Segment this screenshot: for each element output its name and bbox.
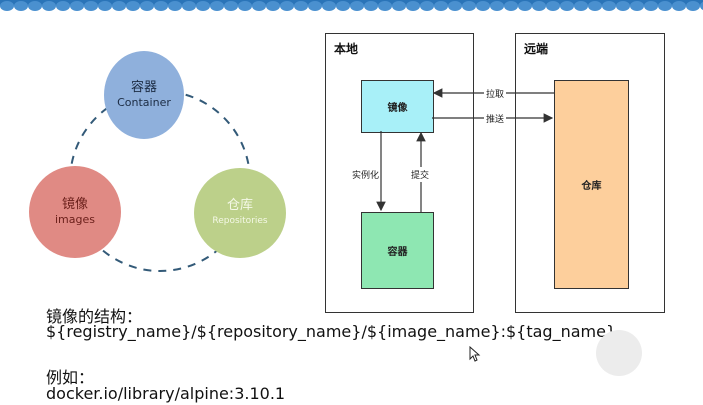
images-circle-title: 镜像 bbox=[61, 197, 88, 212]
pull-label: 拉取 bbox=[484, 87, 507, 100]
container-circle: 容器 Container bbox=[104, 51, 184, 139]
instantiate-label: 实例化 bbox=[352, 167, 380, 182]
example-heading: 例如： bbox=[46, 368, 95, 387]
repository-node: 仓库 bbox=[554, 80, 629, 289]
commit-label: 提交 bbox=[411, 167, 430, 182]
container-node: 容器 bbox=[361, 212, 434, 289]
remote-panel-title: 远端 bbox=[524, 42, 549, 56]
container-node-label: 容器 bbox=[387, 247, 408, 258]
local-panel-title: 本地 bbox=[334, 42, 359, 56]
example-value: docker.io/library/alpine:3.10.1 bbox=[46, 384, 286, 403]
repository-node-label: 仓库 bbox=[581, 181, 602, 192]
repositories-circle-title: 仓库 bbox=[226, 198, 253, 213]
repositories-circle-subtitle: Repositories bbox=[212, 216, 268, 226]
repositories-circle: 仓库 Repositories bbox=[194, 168, 286, 258]
images-circle: 镜像 images bbox=[29, 166, 121, 258]
image-node: 镜像 bbox=[361, 80, 434, 133]
structure-heading: 镜像的结构： bbox=[46, 307, 143, 326]
container-circle-title: 容器 bbox=[130, 80, 157, 95]
overlay-circle bbox=[596, 330, 642, 376]
structure-value: ${registry_name}/${repository_name}/${im… bbox=[46, 322, 617, 341]
image-node-label: 镜像 bbox=[387, 103, 408, 114]
push-label: 推送 bbox=[484, 112, 507, 125]
container-circle-subtitle: Container bbox=[117, 96, 171, 109]
images-circle-subtitle: images bbox=[55, 213, 95, 226]
mouse-cursor-icon bbox=[469, 346, 481, 362]
top-wave-border bbox=[0, 0, 703, 11]
